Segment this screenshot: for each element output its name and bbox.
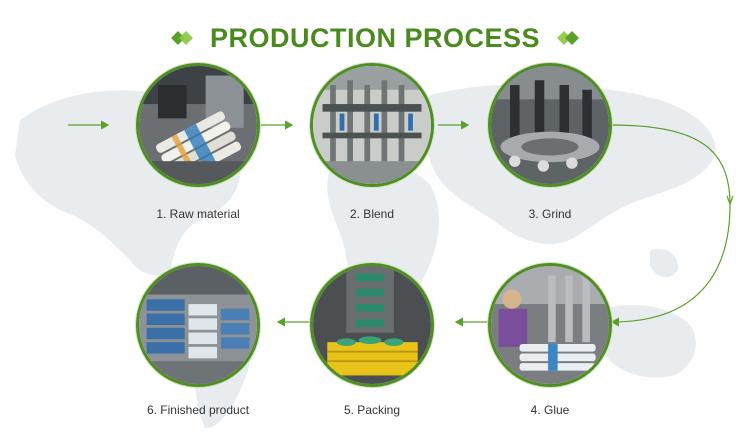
step-label-raw-material: 1. Raw material — [156, 207, 240, 221]
packing-photo — [310, 263, 434, 387]
step-glue — [488, 263, 612, 387]
step-finished-product — [136, 263, 260, 387]
step-raw-material — [136, 63, 260, 187]
step-label-glue: 4. Glue — [530, 403, 570, 417]
raw-material-photo — [136, 63, 260, 187]
step-label-finished-product: 6. Finished product — [146, 403, 250, 417]
blend-photo — [310, 63, 434, 187]
glue-photo — [488, 263, 612, 387]
step-label-blend: 2. Blend — [349, 207, 395, 221]
step-blend — [310, 63, 434, 187]
page-title: PRODUCTION PROCESS — [209, 22, 541, 53]
step-label-grind: 3. Grind — [528, 207, 572, 221]
diamond-right-icon — [552, 28, 586, 48]
arrow-3-4 — [610, 124, 731, 327]
grind-photo — [488, 63, 612, 187]
step-label-packing: 5. Packing — [343, 403, 401, 417]
diamond-left-icon — [164, 28, 198, 48]
finished-product-photo — [136, 263, 260, 387]
header: PRODUCTION PROCESS — [0, 18, 750, 58]
step-packing — [310, 263, 434, 387]
step-grind — [488, 63, 612, 187]
